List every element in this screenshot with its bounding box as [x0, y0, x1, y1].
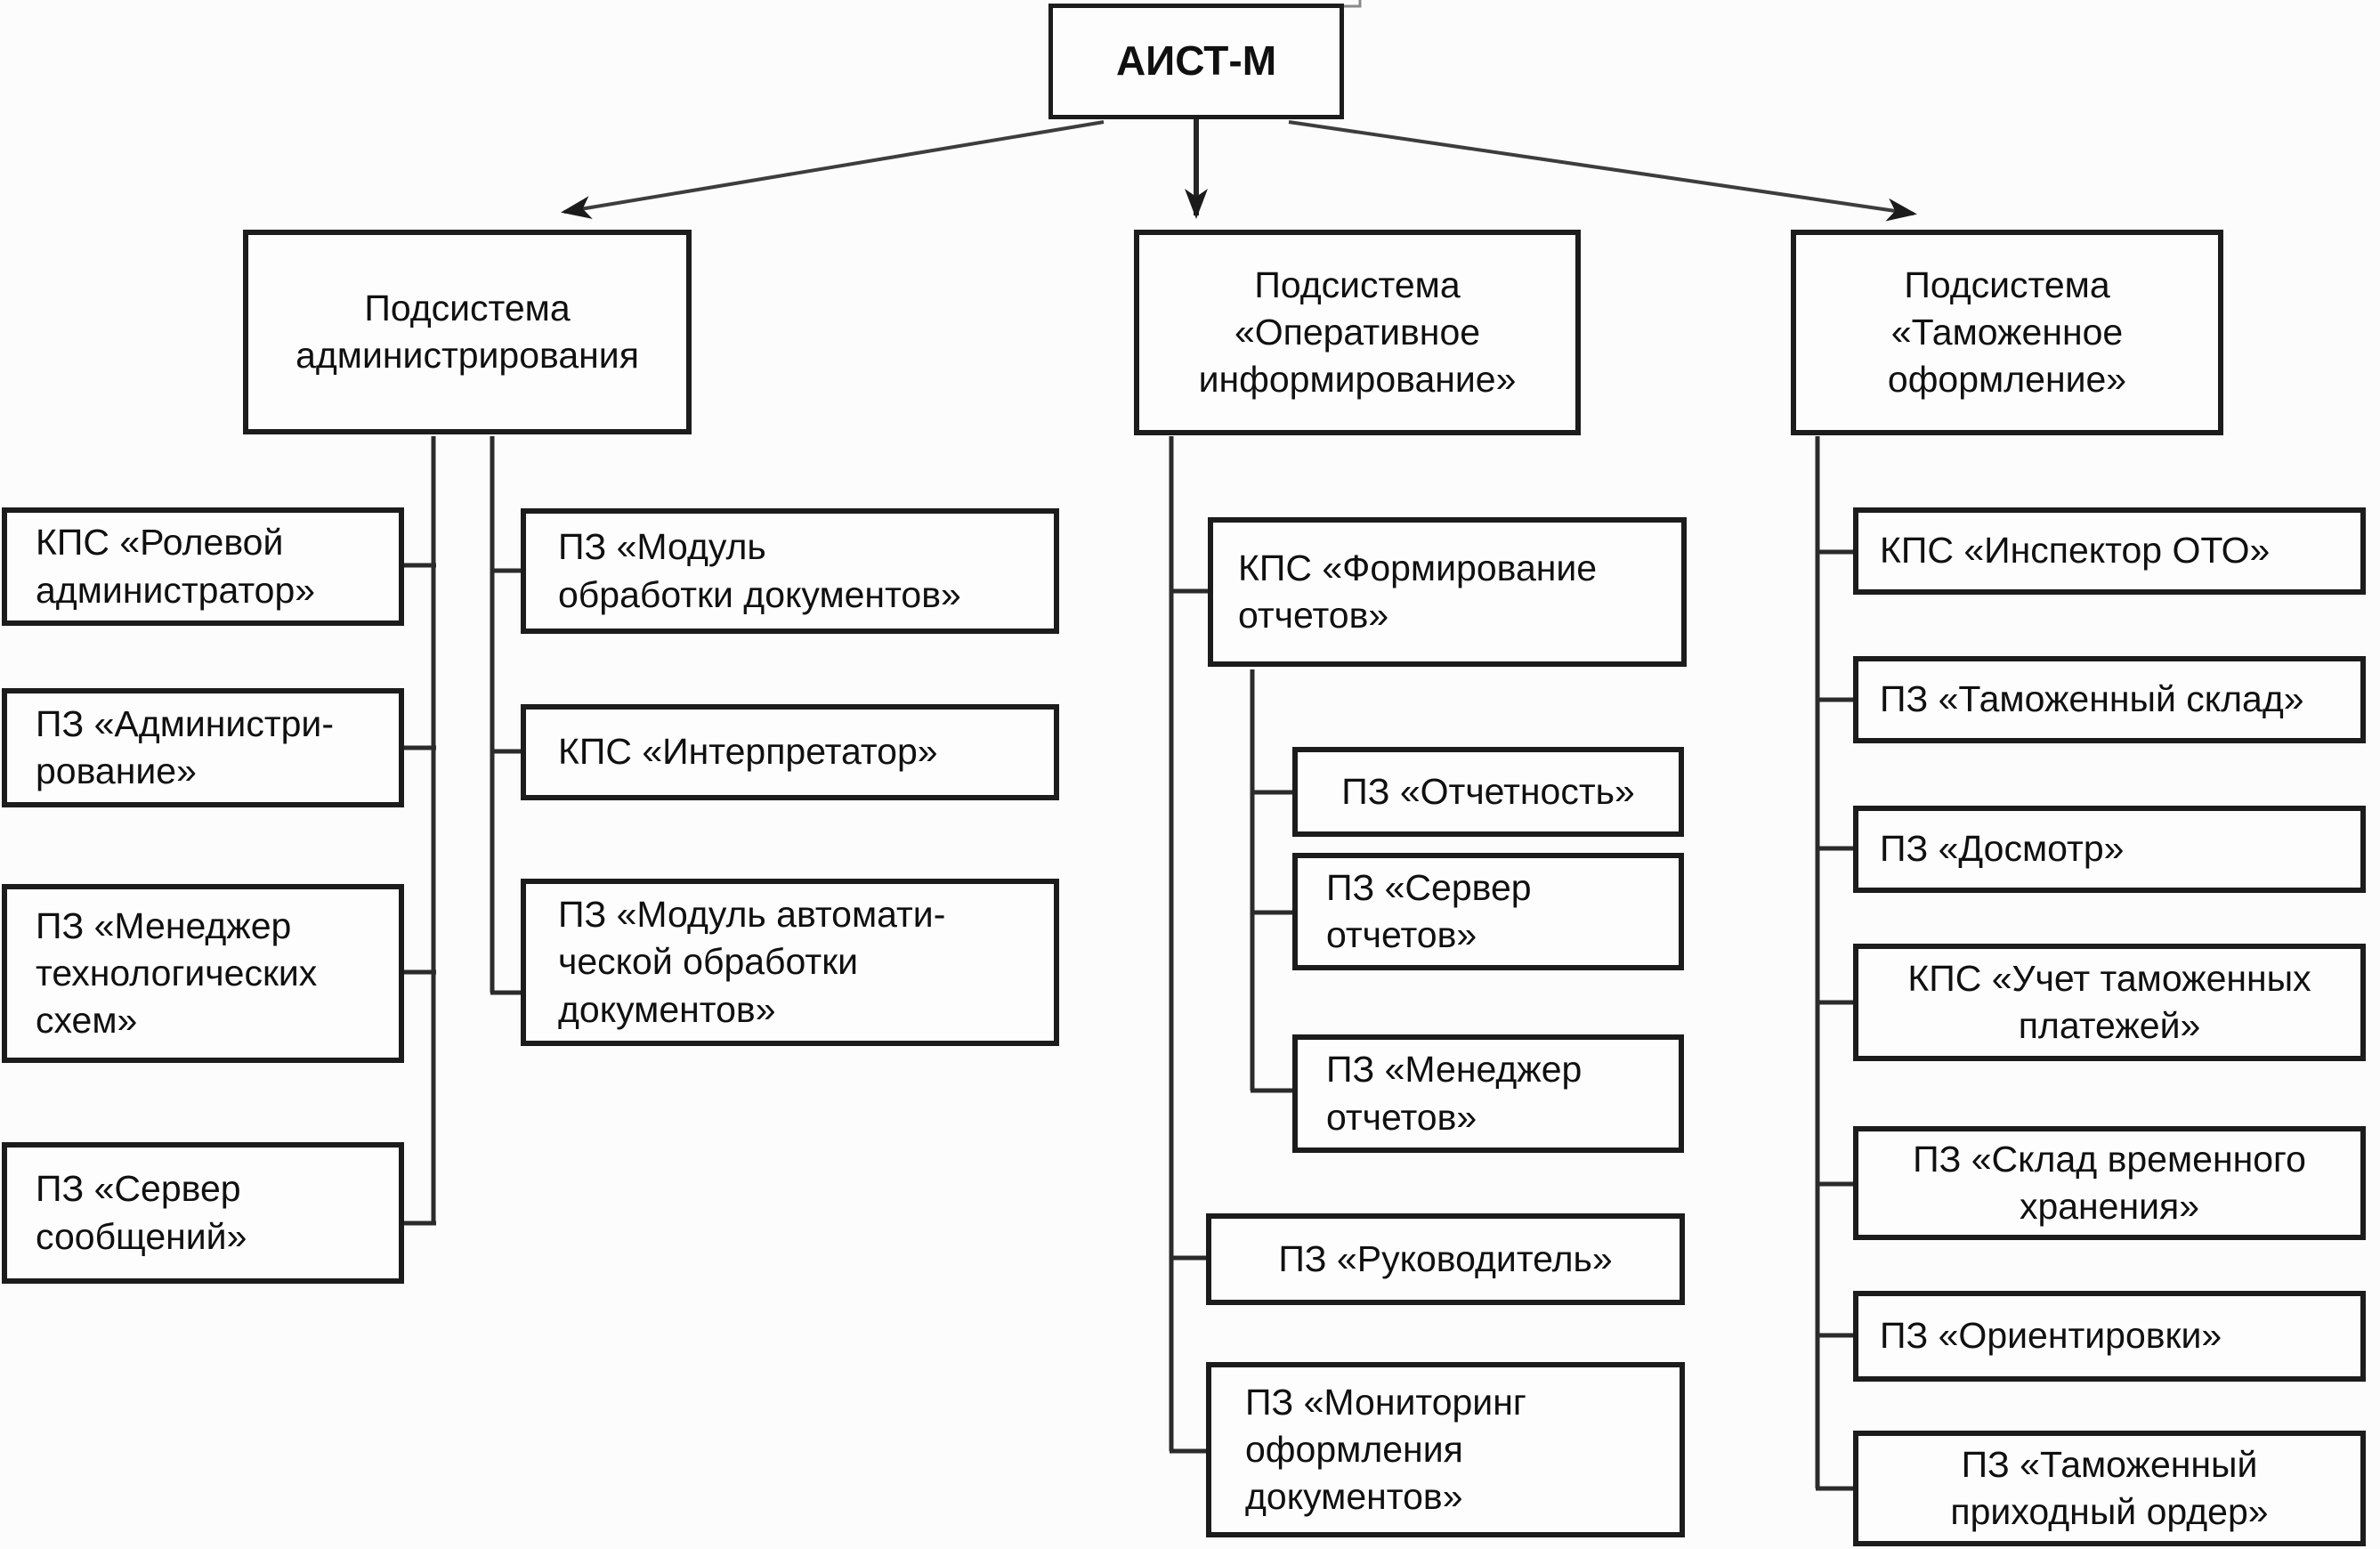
node-pz-rukovoditel: ПЗ «Руководитель»	[1206, 1213, 1685, 1305]
node-pz-server-otchetov: ПЗ «Сервер отчетов»	[1292, 853, 1684, 970]
node-pz-tamozhenny-prikhodny-order: ПЗ «Таможенный приходный ордер»	[1853, 1431, 2366, 1546]
node-pz-administrirovanie: ПЗ «Администри- рование»	[2, 688, 404, 807]
node-pz-server-soobshcheniy: ПЗ «Сервер сообщений»	[2, 1142, 404, 1284]
arrow-root-to-admin-subsystem	[561, 120, 1105, 219]
node-pz-tamozhenny-sklad: ПЗ «Таможенный склад»	[1853, 656, 2366, 743]
node-pz-monitoring-oformleniya-dokumentov: ПЗ «Мониторинг оформления документов»	[1206, 1362, 1685, 1537]
node-pz-otchetnost: ПЗ «Отчетность»	[1292, 747, 1684, 837]
node-kps-uchet-tamozhennykh-platezhey: КПС «Учет таможенных платежей»	[1853, 944, 2366, 1061]
node-subsystem-tamozhennoe-oformlenie: Подсистема «Таможенное оформление»	[1791, 230, 2223, 435]
node-subsystem-operativnoe-informirovanie: Подсистема «Оперативное информирование»	[1134, 230, 1581, 435]
node-kps-inspektor-oto: КПС «Инспектор ОТО»	[1853, 507, 2366, 595]
node-pz-menedzher-tekhnologicheskikh-skhem: ПЗ «Менеджер технологических схем»	[2, 884, 404, 1063]
node-pz-dosmotr: ПЗ «Досмотр»	[1853, 806, 2366, 893]
node-kps-formirovanie-otchetov: КПС «Формирование отчетов»	[1208, 517, 1687, 667]
node-pz-modul-avtomaticheskoy-obrabotki: ПЗ «Модуль автомати- ческой обработки до…	[521, 879, 1059, 1046]
node-root-aist-m: АИСТ-М	[1048, 4, 1344, 119]
node-kps-interpretator: КПС «Интерпретатор»	[521, 704, 1059, 800]
arrow-root-to-customs-subsystem	[1288, 120, 1917, 222]
node-pz-sklad-vremennogo-khraneniya: ПЗ «Склад временного хранения»	[1853, 1126, 2366, 1240]
node-kps-rolevoy-administrator: КПС «Ролевой администратор»	[2, 507, 404, 626]
node-pz-modul-obrabotki-dokumentov: ПЗ «Модуль обработки документов»	[521, 508, 1059, 634]
node-subsystem-administrirovaniya: Подсистема администрирования	[243, 230, 692, 434]
node-pz-menedzher-otchetov: ПЗ «Менеджер отчетов»	[1292, 1034, 1684, 1153]
node-pz-orientirovki: ПЗ «Ориентировки»	[1853, 1291, 2366, 1382]
